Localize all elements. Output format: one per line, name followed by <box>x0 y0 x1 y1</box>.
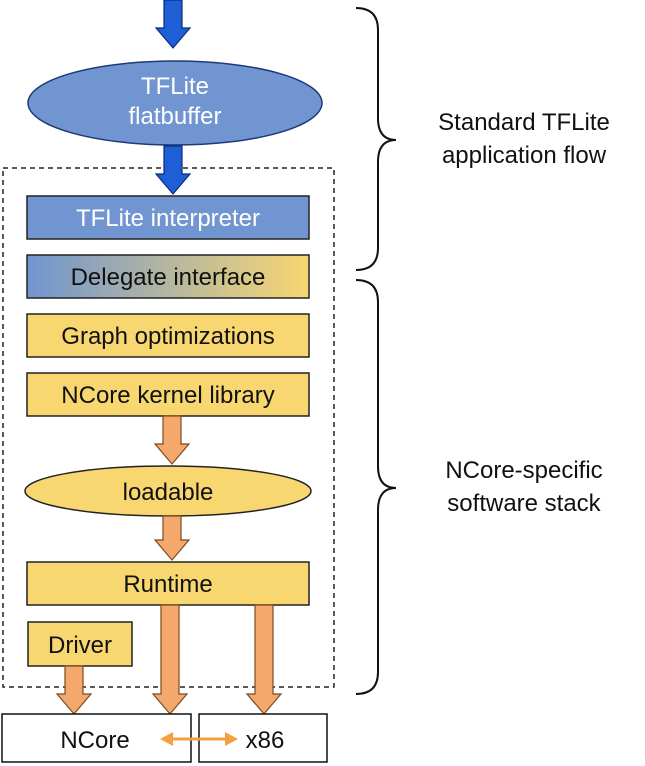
orange-arrow-to-loadable <box>153 415 191 465</box>
tflite-interpreter-node <box>26 195 310 240</box>
ncore-stack-label-line2: software stack <box>447 490 601 517</box>
ncore-kernel-library-label: NCore kernel library <box>61 382 274 409</box>
standard-flow-brace <box>355 7 397 271</box>
runtime-node <box>26 561 310 606</box>
ncore-stack-label-line1: NCore-specific <box>445 457 602 484</box>
driver-node <box>27 621 133 667</box>
standard-flow-label-line2: application flow <box>442 142 607 169</box>
driver-label: Driver <box>48 632 112 659</box>
bidirectional-arrow <box>160 732 238 746</box>
loadable-label: loadable <box>123 479 214 506</box>
tflite-interpreter-label: TFLite interpreter <box>76 205 260 232</box>
runtime-label: Runtime <box>123 571 212 598</box>
orange-arrow-runtime-to-ncore <box>151 604 189 715</box>
blue-input-arrow <box>154 0 192 49</box>
ncore-kernel-library-node <box>26 372 310 417</box>
orange-arrow-to-runtime <box>153 515 191 561</box>
ncore-hardware-label: NCore <box>60 727 129 754</box>
orange-arrow-runtime-to-x86 <box>245 604 283 715</box>
tflite-flatbuffer-node <box>27 60 323 146</box>
ncore-hardware-node <box>1 713 192 763</box>
graph-optimizations-node <box>26 313 310 358</box>
blue-arrow-to-interpreter <box>154 145 192 195</box>
tflite-flatbuffer-label-line2: flatbuffer <box>129 103 222 130</box>
tflite-flatbuffer-label-line1: TFLite <box>141 73 209 100</box>
orange-arrow-driver-to-ncore <box>55 665 93 715</box>
ncore-stack-brace <box>355 279 397 695</box>
x86-hardware-label: x86 <box>246 727 285 754</box>
standard-flow-label-line1: Standard TFLite <box>438 109 610 136</box>
graph-optimizations-label: Graph optimizations <box>61 323 274 350</box>
delegate-interface-label: Delegate interface <box>71 264 266 291</box>
delegate-interface-node <box>26 254 310 299</box>
